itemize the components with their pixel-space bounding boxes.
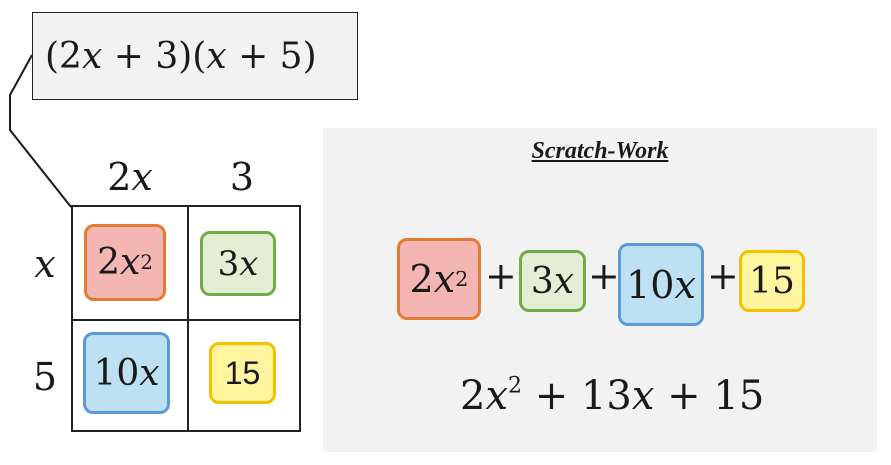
term-constant: 15 — [224, 354, 261, 391]
plus-sign: + — [588, 254, 620, 298]
expression-part: + 3)( — [102, 35, 207, 77]
grid-divider-vertical — [187, 207, 189, 430]
plus-sign: + — [485, 254, 517, 298]
term-variable: x — [139, 352, 160, 394]
expression-part: (2 — [45, 35, 82, 77]
scratch-term-15: 15 — [739, 250, 805, 312]
term-coefficient: 2 — [97, 242, 120, 283]
result-variable: x — [485, 373, 509, 419]
expression-variable: x — [81, 35, 103, 77]
result-part: 2 — [460, 373, 486, 419]
column-header-3: 3 — [229, 155, 255, 199]
area-model-grid — [71, 205, 301, 432]
term-coefficient: 10 — [626, 262, 675, 307]
row-header-5: 5 — [32, 355, 58, 399]
scratch-work-title: Scratch-Work — [531, 138, 669, 164]
simplified-result: 2x2 + 13x + 15 — [460, 373, 764, 419]
term-coefficient: 10 — [93, 352, 140, 394]
column-header-2x: 2x — [100, 155, 160, 199]
grid-divider-horizontal — [73, 319, 299, 321]
expression-part: + 5) — [226, 35, 317, 77]
term-constant: 15 — [749, 260, 795, 302]
term-coefficient: 2 — [409, 257, 434, 301]
term-variable: x — [433, 257, 456, 301]
term-exponent: 2 — [140, 251, 153, 274]
bracket-connector — [9, 54, 72, 208]
term-variable: x — [674, 262, 696, 307]
expression-variable: x — [206, 35, 227, 77]
header-variable: x — [131, 155, 153, 199]
row-header-x: x — [34, 242, 56, 286]
plus-sign: + — [707, 254, 739, 298]
result-exponent: 2 — [508, 373, 523, 399]
result-part: + 15 — [654, 373, 765, 419]
header-coefficient: 2 — [107, 155, 132, 199]
term-variable: x — [120, 242, 141, 283]
term-coefficient: 3 — [530, 260, 554, 302]
term-coefficient: 3 — [217, 243, 240, 284]
result-part: + 13 — [522, 373, 632, 419]
result-variable: x — [631, 373, 655, 419]
term-variable: x — [239, 243, 259, 284]
term-variable: x — [553, 260, 575, 302]
cell-15: 15 — [209, 342, 276, 404]
term-exponent: 2 — [455, 267, 469, 291]
